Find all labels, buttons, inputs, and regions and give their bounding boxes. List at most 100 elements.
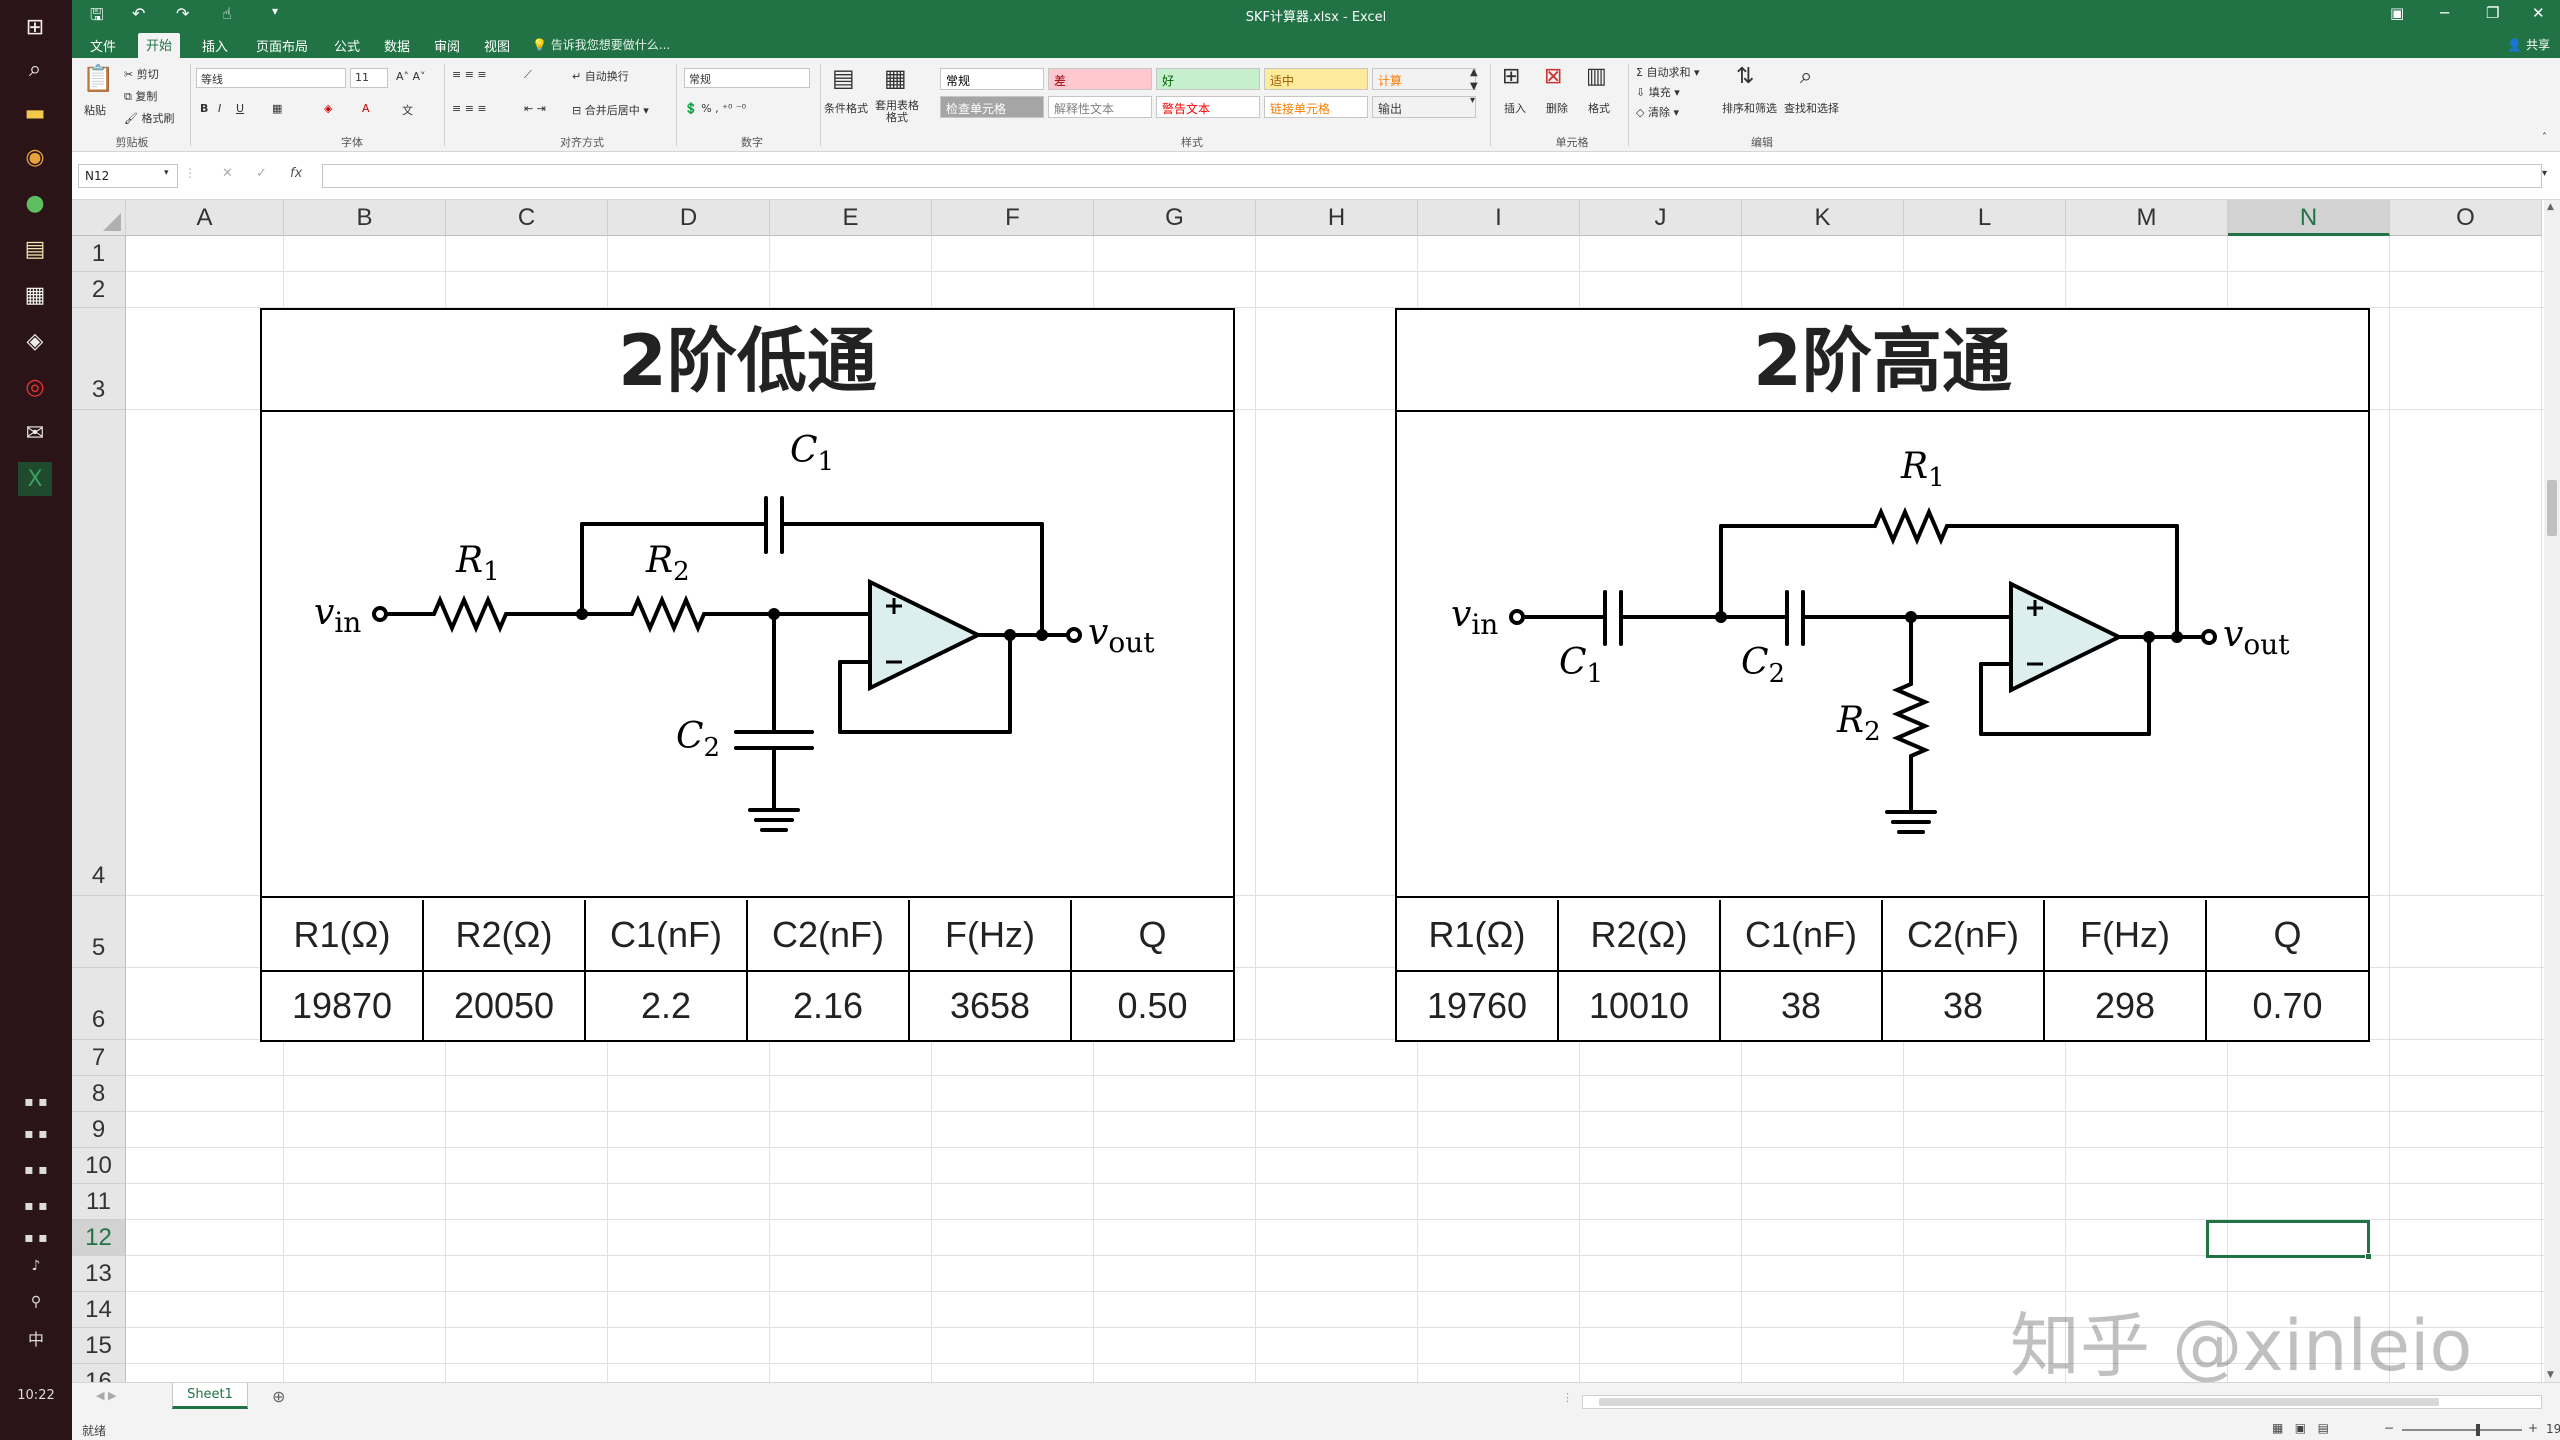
column-header-d[interactable]: D	[608, 200, 770, 236]
notes-icon[interactable]: ▤	[24, 236, 46, 262]
tab-view[interactable]: 视图	[484, 40, 511, 55]
app-mail-icon[interactable]: ✉	[25, 420, 45, 446]
row-header-4[interactable]: 4	[72, 410, 126, 896]
lowpass-header-cell[interactable]: C1(nF)	[586, 900, 748, 970]
autosum-button[interactable]: Σ 自动求和 ▾	[1636, 66, 1700, 79]
highpass-value-cell[interactable]: 298	[2045, 972, 2207, 1040]
table-format-icon[interactable]: ▦	[884, 64, 907, 92]
close-button[interactable]: ✕	[2532, 4, 2545, 22]
highpass-header-cell[interactable]: C2(nF)	[1883, 900, 2045, 970]
ribbon-display-icon[interactable]: ▣	[2390, 4, 2405, 22]
find-select-button[interactable]: 查找和选择	[1784, 102, 1839, 115]
column-header-g[interactable]: G	[1094, 200, 1256, 236]
netease-music-icon[interactable]: ◎	[25, 374, 45, 400]
view-mode-icons[interactable]: ▦ ▣ ▤	[2272, 1421, 2329, 1435]
add-sheet-icon[interactable]: ⊕	[272, 1387, 286, 1406]
row-header-16[interactable]: 16	[72, 1364, 126, 1382]
column-header-o[interactable]: O	[2390, 200, 2542, 236]
font-color-icon[interactable]: A	[362, 102, 370, 115]
volume-icon[interactable]: ♪	[31, 1258, 41, 1274]
scroll-down-icon[interactable]: ▼	[2547, 1370, 2554, 1380]
insert-button[interactable]: 插入	[1504, 102, 1526, 115]
save-icon[interactable]: 🖫	[90, 5, 104, 24]
column-header-h[interactable]: H	[1256, 200, 1418, 236]
tab-split-icon[interactable]: ⋮	[1562, 1391, 1573, 1404]
column-header-m[interactable]: M	[2066, 200, 2228, 236]
insert-cells-icon[interactable]: ⊞	[1502, 64, 1521, 89]
tab-review[interactable]: 审阅	[434, 40, 461, 55]
highpass-header-cell[interactable]: F(Hz)	[2045, 900, 2207, 970]
lowpass-header-cell[interactable]: Q	[1138, 914, 1167, 955]
highpass-header-cell[interactable]: C1(nF)	[1721, 900, 1883, 970]
clear-button[interactable]: ◇ 清除 ▾	[1636, 106, 1679, 119]
enter-icon[interactable]: ✓	[256, 166, 267, 181]
cell-style-5[interactable]: 检查单元格	[940, 96, 1044, 118]
highpass-value-cell[interactable]: 38	[1883, 972, 2045, 1040]
row-header-10[interactable]: 10	[72, 1148, 126, 1184]
lowpass-value-cell[interactable]: 2.16	[748, 972, 910, 1040]
wrap-text-button[interactable]: ↵ 自动换行	[572, 70, 629, 83]
name-box[interactable]: N12	[78, 164, 178, 188]
tab-insert[interactable]: 插入	[202, 40, 229, 55]
cell-style-3[interactable]: 适中	[1264, 68, 1368, 90]
highpass-value-cell[interactable]: 0.70	[2252, 985, 2323, 1026]
fill-handle[interactable]	[2365, 1253, 2372, 1260]
minimize-button[interactable]: ─	[2440, 4, 2450, 22]
app-window-icon[interactable]: ▦	[24, 282, 46, 308]
delete-button[interactable]: 删除	[1546, 102, 1568, 115]
row-header-7[interactable]: 7	[72, 1040, 126, 1076]
highpass-header-cell[interactable]: Q	[2273, 914, 2302, 955]
column-header-i[interactable]: I	[1418, 200, 1580, 236]
row-header-15[interactable]: 15	[72, 1328, 126, 1364]
row-header-13[interactable]: 13	[72, 1256, 126, 1292]
copy-button[interactable]: ⧉ 复制	[124, 90, 158, 103]
tab-file[interactable]: 文件	[90, 40, 117, 55]
customize-qat-icon[interactable]: ▾	[272, 4, 279, 18]
app-green-icon[interactable]: ●	[25, 190, 45, 216]
zoom-in-icon[interactable]: +	[2528, 1421, 2539, 1435]
cell-style-2[interactable]: 好	[1156, 68, 1260, 90]
lowpass-header-cell[interactable]: F(Hz)	[910, 900, 1072, 970]
ime-indicator[interactable]: 中	[27, 1330, 44, 1349]
tab-page-layout[interactable]: 页面布局	[256, 40, 309, 55]
row-header-3[interactable]: 3	[72, 308, 126, 410]
find-select-icon[interactable]: ⌕	[1800, 64, 1813, 89]
cell-style-7[interactable]: 警告文本	[1156, 96, 1260, 118]
highpass-value-cell[interactable]: 19760	[1397, 972, 1559, 1040]
column-header-f[interactable]: F	[932, 200, 1094, 236]
select-all-corner[interactable]	[72, 200, 126, 236]
name-box-dropdown-icon[interactable]: ▾	[164, 168, 169, 178]
highpass-header-cell[interactable]: R2(Ω)	[1559, 900, 1721, 970]
lowpass-value-cell[interactable]: 20050	[424, 972, 586, 1040]
column-header-n[interactable]: N	[2228, 200, 2390, 236]
fill-button[interactable]: ⇩ 填充 ▾	[1636, 86, 1680, 99]
column-header-e[interactable]: E	[770, 200, 932, 236]
column-header-a[interactable]: A	[126, 200, 284, 236]
cell-style-4[interactable]: 计算	[1372, 68, 1476, 90]
column-header-l[interactable]: L	[1904, 200, 2066, 236]
conditional-format-icon[interactable]: ▤	[832, 64, 855, 92]
network-icon[interactable]: ⚲	[30, 1294, 42, 1310]
chrome-icon[interactable]: ◉	[25, 144, 45, 170]
format-cells-icon[interactable]: ▥	[1586, 64, 1607, 89]
redo-icon[interactable]: ↷	[176, 4, 190, 23]
excel-taskbar-icon[interactable]: X	[18, 462, 52, 496]
file-explorer-icon[interactable]: ▬	[24, 100, 46, 126]
horizontal-scrollbar[interactable]	[1582, 1395, 2542, 1409]
cell-style-9[interactable]: 输出	[1372, 96, 1476, 118]
column-header-j[interactable]: J	[1580, 200, 1742, 236]
delete-cells-icon[interactable]: ⊠	[1544, 64, 1563, 89]
clock[interactable]: 10:22	[17, 1388, 55, 1403]
row-header-5[interactable]: 5	[72, 896, 126, 968]
phonetic-icon[interactable]: 文	[402, 104, 413, 117]
lowpass-value-cell[interactable]: 3658	[910, 972, 1072, 1040]
collapse-ribbon-icon[interactable]: ˄	[2542, 132, 2547, 143]
lowpass-header-cell[interactable]: C2(nF)	[748, 900, 910, 970]
cut-button[interactable]: ✂ 剪切	[124, 68, 159, 81]
conditional-format-button[interactable]: 条件格式	[824, 102, 868, 115]
font-grow-shrink-icons[interactable]: A˄ A˅	[396, 70, 426, 83]
column-header-c[interactable]: C	[446, 200, 608, 236]
gallery-scroll-icons[interactable]: ▲▼▾	[1470, 67, 1478, 106]
highpass-header-cell[interactable]: R1(Ω)	[1397, 900, 1559, 970]
